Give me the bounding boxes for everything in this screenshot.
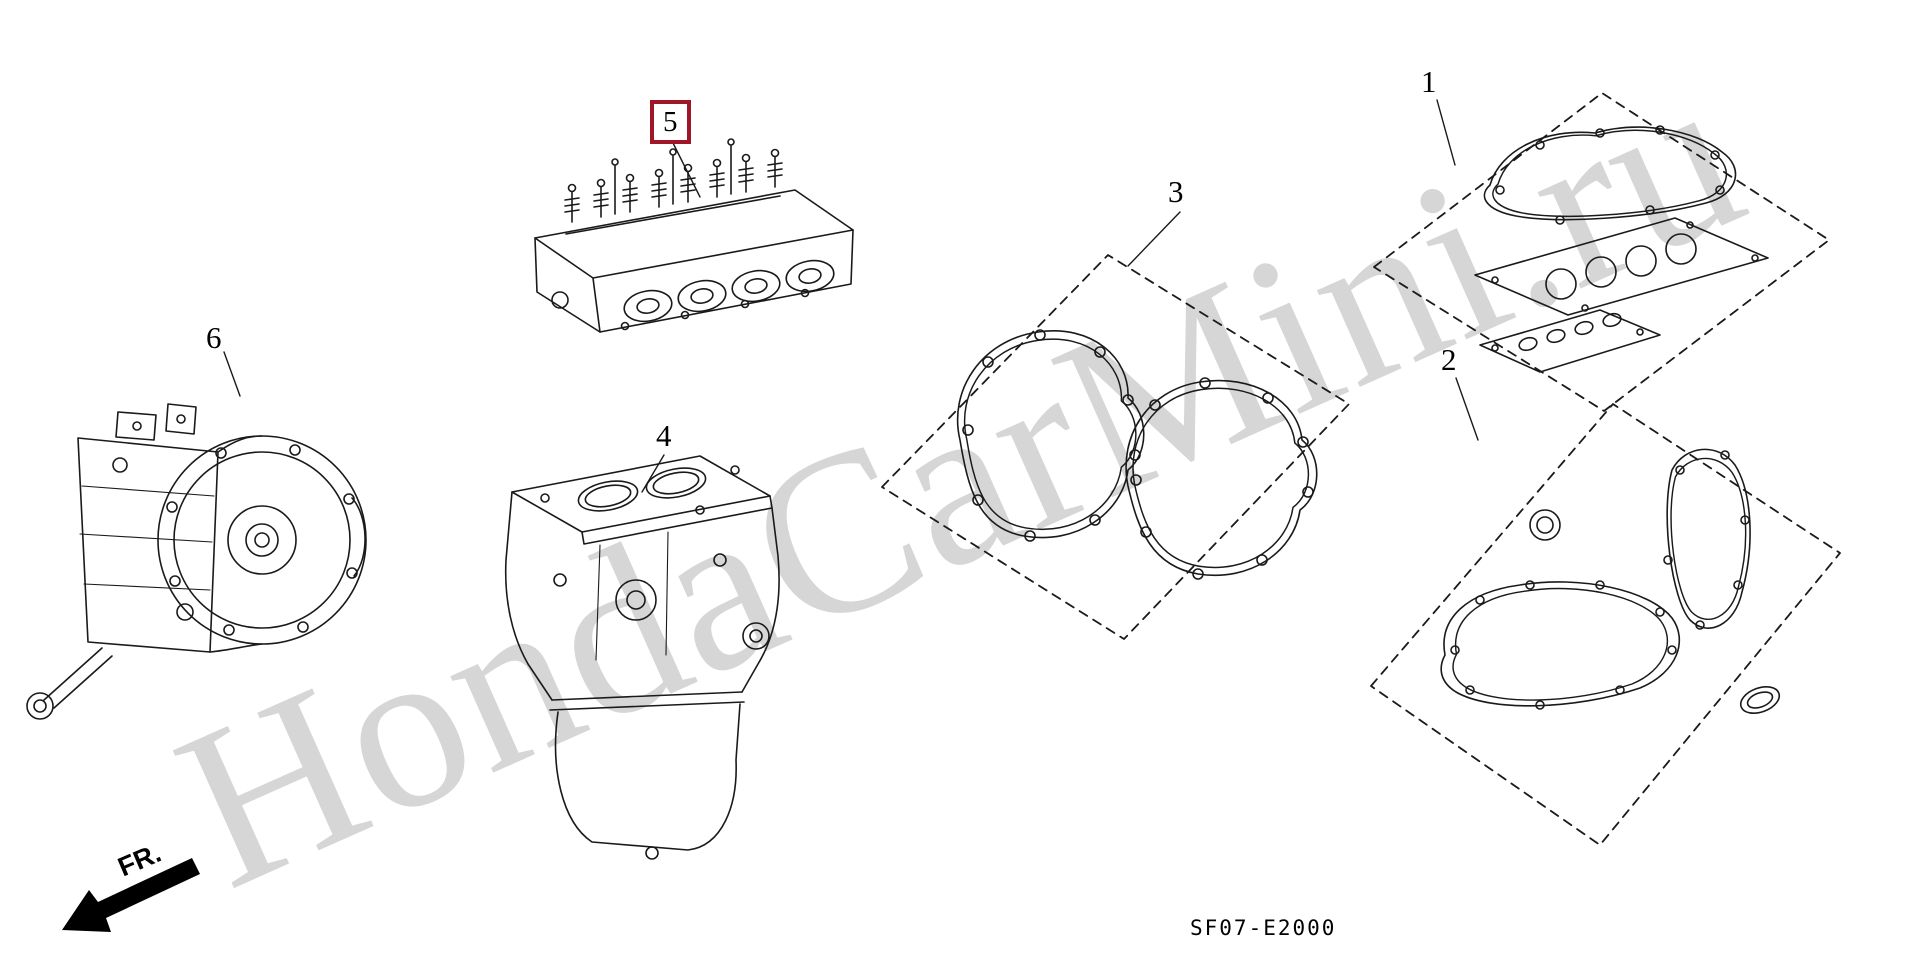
- leader-line-3: [1127, 211, 1181, 267]
- part-3-gasket-kit-drawing[interactable]: [881, 254, 1350, 640]
- leader-line-1: [1436, 99, 1456, 166]
- part-1-kit-box: [1373, 92, 1830, 412]
- part-6-transmission-drawing[interactable]: [26, 403, 367, 720]
- part-2-gasket-kit-drawing[interactable]: [1370, 403, 1841, 846]
- part-label-5-highlighted[interactable]: 5: [650, 100, 691, 144]
- part-1-gasket-kit-drawing[interactable]: [1373, 92, 1830, 412]
- part-label-1[interactable]: 1: [1421, 64, 1437, 99]
- part-label-6[interactable]: 6: [206, 320, 222, 355]
- valve-springs: [564, 148, 783, 223]
- part-3-kit-box: [881, 254, 1350, 640]
- fr-arrow-icon: [62, 858, 200, 932]
- part-5-cylinder-head-drawing[interactable]: [534, 138, 854, 333]
- leader-line-2: [1455, 377, 1479, 441]
- part-label-2[interactable]: 2: [1441, 342, 1457, 377]
- part-label-3[interactable]: 3: [1168, 174, 1184, 209]
- leader-line-4: [641, 454, 665, 493]
- diagram-code: SF07-E2000: [1190, 916, 1337, 940]
- leader-line-6: [223, 351, 241, 397]
- head-studs: [611, 138, 735, 215]
- part-label-4[interactable]: 4: [656, 418, 672, 453]
- leader-lines: [223, 99, 1479, 493]
- leader-line-5: [671, 140, 701, 198]
- part-4-engine-block-drawing[interactable]: [504, 455, 780, 860]
- part-2-kit-box: [1370, 403, 1841, 846]
